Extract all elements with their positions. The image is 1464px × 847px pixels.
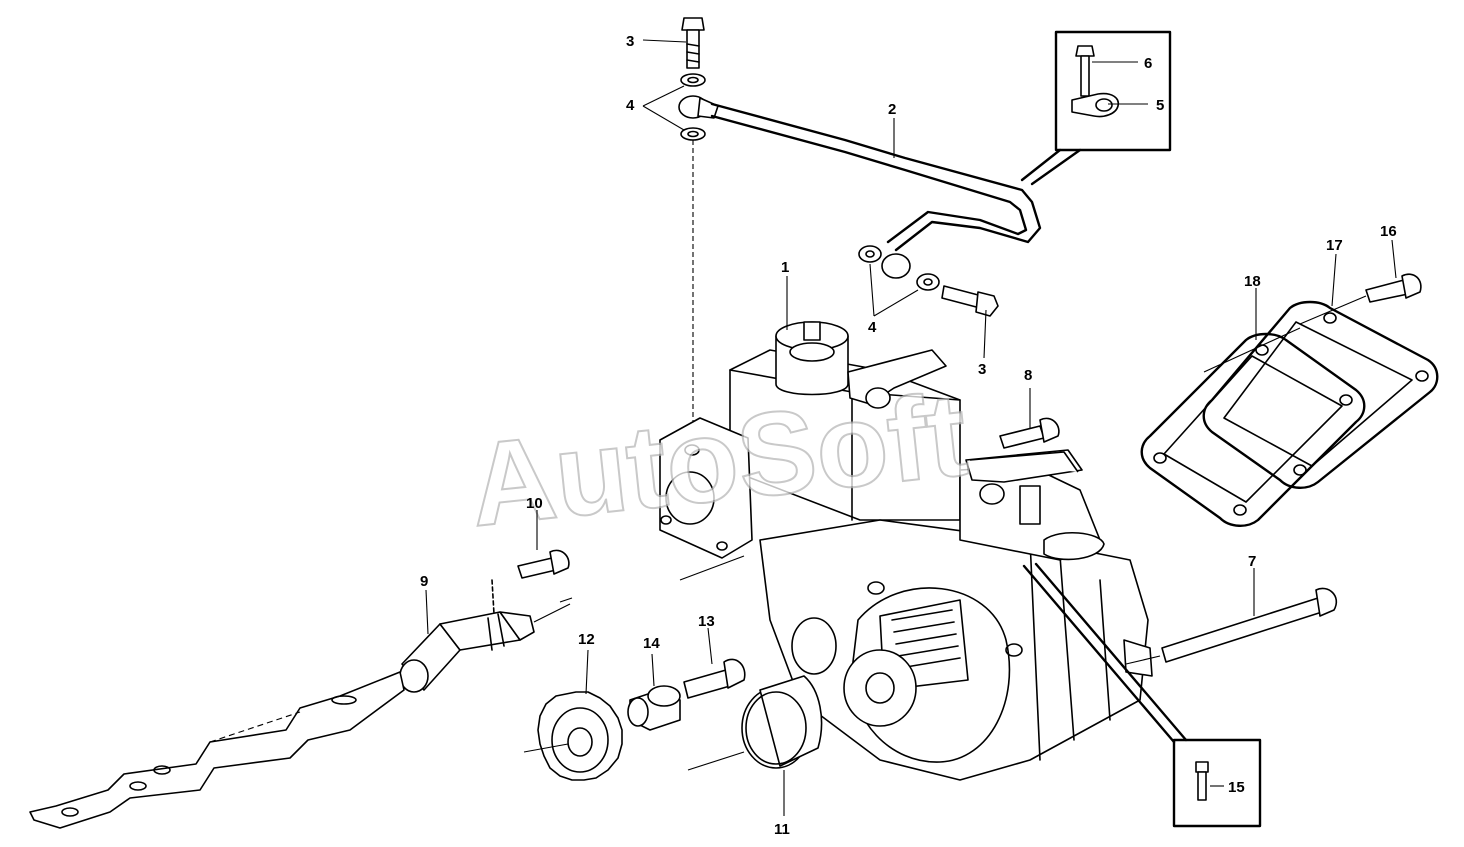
bolt-10 — [517, 549, 570, 579]
bracket-strip — [29, 671, 405, 829]
fuel-pipe — [710, 102, 1042, 252]
callout-10: 10 — [526, 495, 543, 512]
callout-7: 7 — [1248, 553, 1256, 570]
callout-8: 8 — [1024, 367, 1032, 384]
leader-lines — [425, 39, 1397, 816]
callout-3-top: 3 — [626, 33, 634, 50]
callout-14: 14 — [643, 635, 660, 652]
long-bolt-7 — [1161, 587, 1338, 663]
gasket-inner — [1140, 332, 1366, 527]
callout-4-right: 4 — [868, 319, 877, 336]
bolt-16 — [1365, 273, 1422, 303]
banjo-fitting-top — [678, 95, 719, 119]
washer-top — [680, 73, 706, 141]
callout-11: 11 — [774, 821, 790, 838]
bolt-top — [681, 17, 705, 69]
detail-box-screw — [1022, 562, 1262, 828]
callout-4-top: 4 — [626, 97, 635, 114]
bolt-13 — [683, 658, 746, 699]
callout-16: 16 — [1380, 223, 1397, 240]
bracket-8 — [969, 451, 1079, 473]
callout-2: 2 — [888, 101, 896, 118]
bolt-8 — [999, 417, 1060, 449]
pump-housing — [659, 321, 1153, 781]
sensor-9 — [399, 579, 535, 693]
gear-12 — [537, 691, 623, 781]
sleeve-14 — [627, 685, 681, 731]
detail-box-clamp — [1020, 30, 1172, 186]
callout-15: 15 — [1228, 779, 1245, 796]
callout-labels: 1 2 3 3 4 4 5 6 7 8 9 10 11 12 13 14 15 … — [420, 33, 1397, 838]
callout-6: 6 — [1144, 55, 1152, 72]
bolt-right — [941, 285, 999, 317]
seal-ring-11 — [741, 675, 823, 769]
callout-18: 18 — [1244, 273, 1261, 290]
callout-13: 13 — [698, 613, 715, 630]
callout-12: 12 — [578, 631, 595, 648]
callout-1: 1 — [781, 259, 789, 276]
banjo-fitting-right — [858, 245, 940, 291]
callout-3-right: 3 — [978, 361, 986, 378]
callout-5: 5 — [1156, 97, 1164, 114]
callout-9: 9 — [420, 573, 428, 590]
callout-17: 17 — [1326, 237, 1343, 254]
